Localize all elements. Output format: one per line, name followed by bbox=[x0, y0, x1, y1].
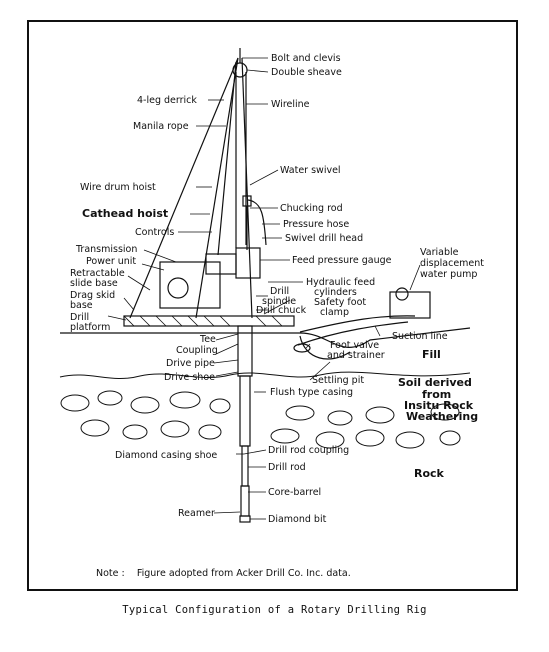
label-flush-casing: Flush type casing bbox=[270, 387, 353, 398]
derrick-leg-right bbox=[241, 57, 253, 319]
ground-surface bbox=[60, 327, 471, 348]
label-tee: Tee bbox=[199, 334, 216, 345]
label-variable-pump-3: water pump bbox=[420, 269, 477, 280]
label-core-barrel: Core-barrel bbox=[268, 487, 321, 498]
label-manila-rope: Manila rope bbox=[133, 121, 189, 132]
flush-casing bbox=[239, 375, 251, 447]
label-fill: Fill bbox=[422, 348, 441, 361]
label-power-unit: Power unit bbox=[86, 256, 136, 267]
label-drag-skid-2: base bbox=[70, 300, 93, 311]
label-drill-platform-1: Drill bbox=[70, 312, 89, 323]
label-hydraulic-feed-1: Hydraulic feed bbox=[306, 277, 375, 288]
label-water-swivel: Water swivel bbox=[280, 165, 341, 176]
label-drag-skid-1: Drag skid bbox=[70, 290, 115, 301]
label-swivel-drill-head: Swivel drill head bbox=[285, 233, 363, 244]
diamond-bit bbox=[239, 515, 251, 523]
label-drive-pipe: Drive pipe bbox=[166, 358, 215, 369]
label-drill-chuck: Drill chuck bbox=[256, 305, 307, 316]
figure-caption: Typical Configuration of a Rotary Drilli… bbox=[122, 604, 427, 616]
label-safety-foot-1: Safety foot bbox=[314, 297, 366, 308]
suction-line bbox=[299, 315, 416, 333]
label-foot-valve-2: and strainer bbox=[327, 350, 385, 361]
label-cathead-hoist: Cathead hoist bbox=[82, 207, 168, 220]
label-drill-spindle-2: spindle bbox=[262, 296, 296, 307]
label-transmission: Transmission bbox=[75, 244, 137, 255]
manila-rope bbox=[217, 61, 237, 256]
figure-note: Note : Figure adopted from Acker Drill C… bbox=[96, 568, 351, 579]
rock-fragments bbox=[60, 390, 461, 449]
label-double-sheave: Double sheave bbox=[271, 67, 342, 78]
settling-pit bbox=[299, 335, 351, 360]
label-retractable-1: Retractable bbox=[70, 268, 125, 279]
label-bolt-clevis: Bolt and clevis bbox=[271, 53, 341, 64]
derrick-leg-mid bbox=[195, 57, 239, 319]
label-diamond-casing-shoe: Diamond casing shoe bbox=[115, 450, 217, 461]
label-drill-rod-coupling: Drill rod coupling bbox=[268, 445, 349, 456]
label-drill-spindle-1: Drill bbox=[270, 286, 289, 297]
label-drill-rod: Drill rod bbox=[268, 462, 306, 473]
label-drill-platform-2: platform bbox=[70, 322, 110, 333]
drill-rod bbox=[241, 445, 249, 487]
label-hydraulic-feed-2: cylinders bbox=[314, 287, 357, 298]
label-variable-pump-2: displacement bbox=[420, 258, 484, 269]
label-suction-line: Suction line bbox=[392, 331, 448, 342]
label-foot-valve-1: Foot valve bbox=[330, 340, 379, 351]
derrick-leg-left bbox=[129, 57, 239, 319]
label-soil-3: Insitu Rock bbox=[404, 399, 474, 412]
drill-platform bbox=[123, 315, 295, 327]
figure-frame bbox=[27, 20, 518, 591]
label-reamer: Reamer bbox=[178, 508, 215, 519]
water-pump bbox=[389, 291, 431, 319]
label-diamond-bit: Diamond bit bbox=[268, 514, 327, 525]
label-variable-pump-1: Variable bbox=[420, 247, 459, 258]
soil-boundary bbox=[59, 371, 471, 380]
label-drive-shoe: Drive shoe bbox=[164, 372, 215, 383]
swivel-drill-head bbox=[235, 247, 261, 279]
label-chucking-rod: Chucking rod bbox=[280, 203, 343, 214]
label-retractable-2: slide base bbox=[70, 278, 118, 289]
label-soil-4: Weathering bbox=[406, 410, 478, 423]
label-wire-drum-hoist: Wire drum hoist bbox=[80, 182, 156, 193]
label-settling-pit: Settling pit bbox=[312, 375, 364, 386]
label-controls: Controls bbox=[135, 227, 174, 238]
note-text: Figure adopted from Acker Drill Co. Inc.… bbox=[136, 568, 351, 579]
label-feed-pressure-gauge: Feed pressure gauge bbox=[292, 255, 392, 266]
label-soil-2: from bbox=[422, 388, 451, 401]
label-pressure-hose: Pressure hose bbox=[283, 219, 349, 230]
label-wireline: Wireline bbox=[271, 99, 310, 110]
label-rock: Rock bbox=[414, 467, 445, 480]
label-coupling: Coupling bbox=[176, 345, 218, 356]
label-derrick: 4-leg derrick bbox=[137, 95, 197, 106]
core-barrel bbox=[240, 485, 250, 517]
note-prefix: Note : bbox=[96, 568, 125, 579]
power-unit-body bbox=[159, 261, 221, 309]
label-safety-foot-2: clamp bbox=[320, 307, 349, 318]
label-soil-1: Soil derived bbox=[398, 376, 472, 389]
